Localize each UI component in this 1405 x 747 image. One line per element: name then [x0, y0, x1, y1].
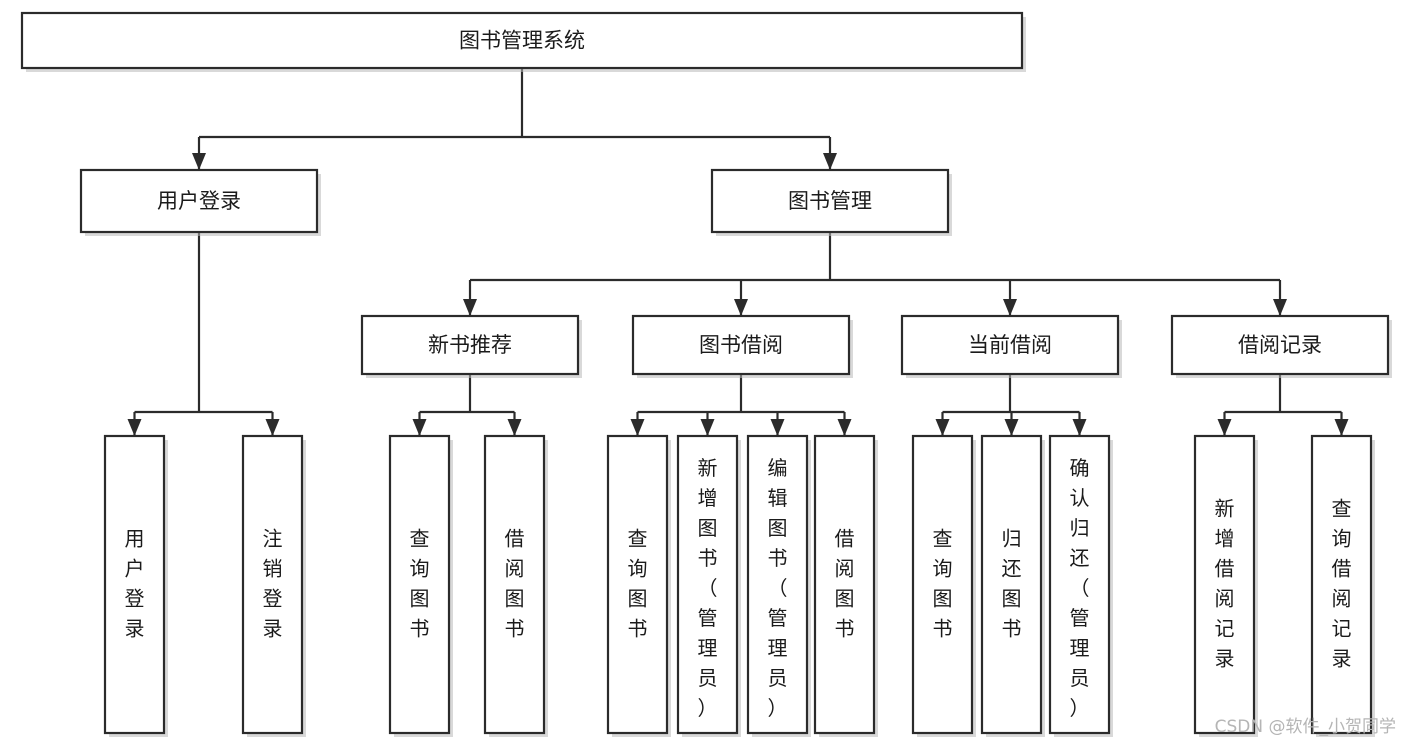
node-borrow[interactable]: 图书借阅: [631, 314, 853, 378]
node-box: [900, 314, 1120, 376]
node-box: [1048, 434, 1111, 735]
node-label: 新增图书（管理员）: [698, 456, 718, 720]
node-leaf-current-return[interactable]: 归还图书: [980, 434, 1045, 737]
node-label: 用户登录: [125, 526, 145, 640]
node-label: 借阅图书: [835, 526, 855, 640]
node-leaf-user-logout[interactable]: 注销登录: [241, 434, 306, 737]
node-box: [911, 434, 974, 735]
node-label: 归还图书: [1002, 526, 1022, 640]
node-label: 图书管理系统: [459, 29, 585, 53]
node-box: [1170, 314, 1390, 376]
node-leaf-borrow-edit[interactable]: 编辑图书（管理员）: [746, 434, 811, 737]
node-label: 借阅图书: [505, 526, 525, 640]
node-label: 编辑图书（管理员）: [768, 456, 788, 720]
node-current[interactable]: 当前借阅: [900, 314, 1122, 378]
node-label: 用户登录: [157, 189, 241, 213]
node-records[interactable]: 借阅记录: [1170, 314, 1392, 378]
node-leaf-record-query[interactable]: 查询借阅记录: [1310, 434, 1375, 737]
node-box: [241, 434, 304, 735]
node-login[interactable]: 用户登录: [79, 168, 321, 236]
node-box: [79, 168, 319, 234]
node-box: [483, 434, 546, 735]
node-layer: 图书管理系统用户登录图书管理新书推荐图书借阅当前借阅借阅记录用户登录注销登录查询…: [20, 11, 1392, 737]
node-label: 查询借阅记录: [1332, 496, 1352, 670]
node-leaf-borrow-query[interactable]: 查询图书: [606, 434, 671, 737]
node-leaf-borrow-add[interactable]: 新增图书（管理员）: [676, 434, 741, 737]
connector-group-borrow: [630, 374, 852, 436]
node-label: 借阅记录: [1238, 333, 1322, 357]
connector-group-login: [127, 232, 280, 436]
csdn-watermark: CSDN @软件_小贺同学: [1215, 717, 1396, 737]
node-box: [360, 314, 580, 376]
node-box: [20, 11, 1024, 70]
connector-group-records: [1217, 374, 1349, 436]
node-label: 查询图书: [628, 526, 648, 640]
node-label: 新书推荐: [428, 333, 512, 357]
node-box: [746, 434, 809, 735]
node-label: 查询图书: [410, 526, 430, 640]
node-leaf-new-query[interactable]: 查询图书: [388, 434, 453, 737]
node-box: [631, 314, 851, 376]
node-box: [1193, 434, 1256, 735]
connector-group-newbook: [412, 374, 522, 436]
connector-layer: [127, 68, 1349, 436]
node-leaf-record-add[interactable]: 新增借阅记录: [1193, 434, 1258, 737]
node-box: [103, 434, 166, 735]
node-label: 图书管理: [788, 189, 872, 213]
node-label: 注销登录: [263, 526, 283, 640]
node-leaf-current-confirm[interactable]: 确认归还（管理员）: [1048, 434, 1113, 737]
node-newbook[interactable]: 新书推荐: [360, 314, 582, 378]
node-box: [980, 434, 1043, 735]
node-label: 查询图书: [933, 526, 953, 640]
node-label: 确认归还（管理员）: [1070, 456, 1090, 720]
node-leaf-user-login[interactable]: 用户登录: [103, 434, 168, 737]
node-box: [676, 434, 739, 735]
node-box: [388, 434, 451, 735]
connector-group-root: [192, 68, 837, 170]
node-label: 当前借阅: [968, 333, 1052, 357]
node-root[interactable]: 图书管理系统: [20, 11, 1026, 72]
connector-group-bookmgmt: [463, 232, 1287, 316]
node-box: [710, 168, 950, 234]
node-box: [606, 434, 669, 735]
node-bookmgmt[interactable]: 图书管理: [710, 168, 952, 236]
node-label: 新增借阅记录: [1215, 496, 1235, 670]
node-box: [813, 434, 876, 735]
node-leaf-new-borrow[interactable]: 借阅图书: [483, 434, 548, 737]
node-leaf-current-query[interactable]: 查询图书: [911, 434, 976, 737]
connector-group-current: [935, 374, 1087, 436]
node-leaf-borrow-lend[interactable]: 借阅图书: [813, 434, 878, 737]
node-box: [1310, 434, 1373, 735]
node-label: 图书借阅: [699, 333, 783, 357]
